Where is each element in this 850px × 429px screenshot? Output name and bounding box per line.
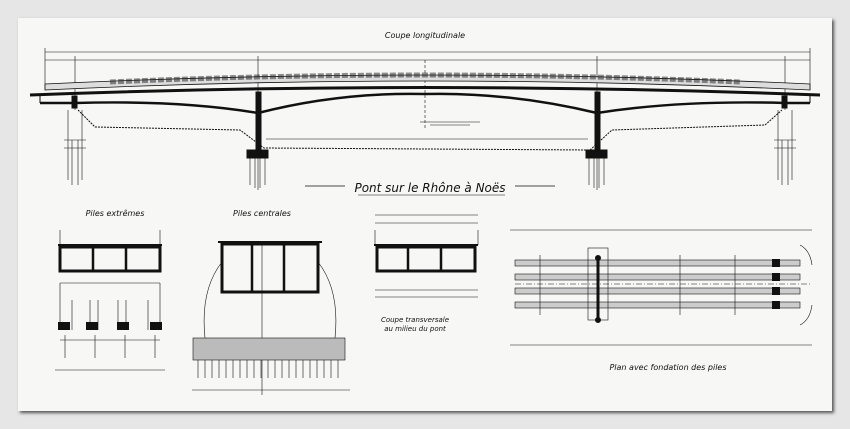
plan-title: Plan avec fondation des piles <box>609 363 726 372</box>
deck <box>29 72 821 115</box>
cross-section-title-1: Coupe transversale <box>381 316 449 324</box>
dimension-lines <box>44 48 811 190</box>
central-piers-title: Piles centrales <box>233 209 291 218</box>
central-pier-section <box>192 241 350 395</box>
longitudinal-title: Coupe longitudinale <box>385 31 465 40</box>
piers <box>64 91 796 188</box>
end-piers-title: Piles extrêmes <box>86 208 145 218</box>
cross-section-title-2: au milieu du pont <box>384 325 446 333</box>
ground-profile <box>77 109 783 151</box>
cross-section <box>374 214 479 298</box>
plan-view <box>510 229 813 346</box>
end-pier-section <box>55 230 165 371</box>
main-title: Pont sur le Rhône à Noës <box>354 181 505 195</box>
